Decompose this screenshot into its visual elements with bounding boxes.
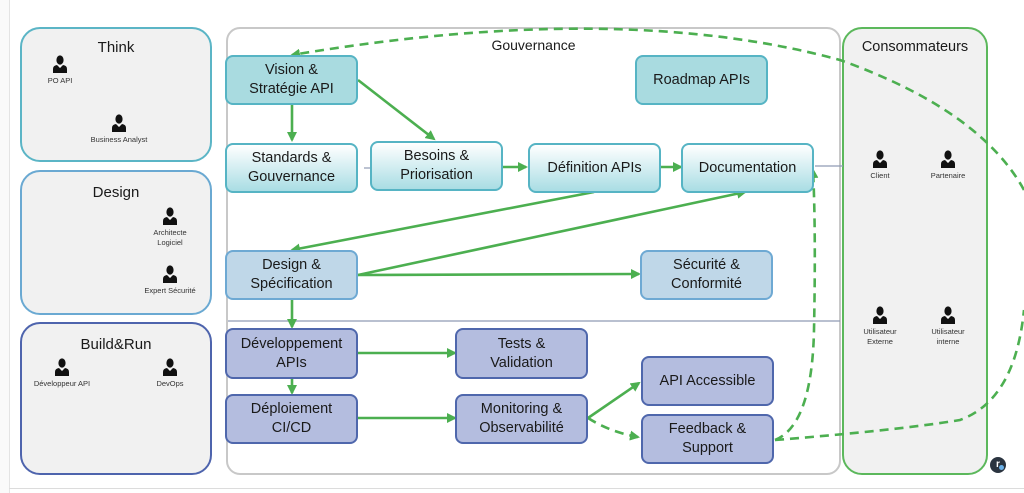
person-icon — [873, 150, 887, 168]
arrow-monitoring-accessible — [587, 381, 641, 420]
node-monitoring-observabilite[interactable]: Monitoring & Observabilité — [455, 394, 588, 444]
governance-title: Gouvernance — [491, 37, 576, 53]
node-vision-strategie[interactable]: Vision & Stratégie API — [225, 55, 358, 105]
person-label: Client — [870, 171, 890, 180]
person-label: Architecte Logiciel — [153, 228, 187, 247]
person-figure: Architecte Logiciel — [125, 207, 215, 248]
person-figure: Partenaire — [903, 150, 993, 181]
person-label: Business Analyst — [90, 135, 148, 144]
dashed-loop-feedback-consumers — [774, 309, 1024, 442]
app-logo-dot — [999, 465, 1004, 470]
person-icon — [163, 207, 177, 225]
left-gutter — [0, 0, 10, 493]
person-icon — [941, 306, 955, 324]
role-group-build-run: Build&Run — [20, 322, 212, 475]
dashed-arrow-feedback-documentation — [774, 168, 819, 442]
person-icon — [53, 55, 67, 73]
role-group-think: Think — [20, 27, 212, 162]
person-icon — [941, 150, 955, 168]
node-developpement-apis[interactable]: Développement APIs — [225, 328, 358, 379]
node-feedback-support[interactable]: Feedback & Support — [641, 414, 774, 464]
role-title: Think — [97, 39, 135, 56]
person-figure: Utilisateur Externe — [835, 306, 925, 347]
node-documentation[interactable]: Documentation — [681, 143, 814, 193]
app-logo-icon: r — [990, 457, 1006, 473]
person-figure: PO API — [15, 55, 105, 86]
node-besoins-priorisation[interactable]: Besoins & Priorisation — [370, 141, 503, 191]
node-standards-gouvernance[interactable]: Standards & Gouvernance — [225, 143, 358, 193]
person-icon — [55, 358, 69, 376]
person-label: Expert Sécurité — [144, 286, 196, 295]
node-securite-conformite[interactable]: Sécurité & Conformité — [640, 250, 773, 300]
dashed-loop-consumers-vision — [290, 27, 1024, 191]
person-icon — [163, 358, 177, 376]
arrow-definition-design — [290, 190, 595, 254]
arrow-vision-besoins — [357, 78, 436, 141]
person-figure: Expert Sécurité — [125, 265, 215, 296]
person-figure: Développeur API — [17, 358, 107, 389]
person-figure: DevOps — [125, 358, 215, 389]
person-label: Utilisateur Externe — [863, 327, 897, 346]
node-api-accessible[interactable]: API Accessible — [641, 356, 774, 406]
role-title: Build&Run — [80, 336, 152, 353]
role-title: Design — [92, 184, 140, 201]
consumers-container — [842, 27, 988, 475]
node-tests-validation[interactable]: Tests & Validation — [455, 328, 588, 379]
person-label: DevOps — [156, 379, 184, 388]
person-label: Utilisateur interne — [931, 327, 965, 346]
person-icon — [873, 306, 887, 324]
node-design-specification[interactable]: Design & Spécification — [225, 250, 358, 300]
person-figure: Client — [835, 150, 925, 181]
person-label: Développeur API — [33, 379, 91, 388]
role-group-design: Design — [20, 170, 212, 315]
person-label: PO API — [47, 76, 73, 85]
dashed-arrow-monitoring-feedback — [587, 416, 640, 441]
person-icon — [163, 265, 177, 283]
consumers-title: Consommateurs — [861, 39, 969, 55]
bottom-divider — [9, 488, 1024, 489]
node-definition-apis[interactable]: Définition APIs — [528, 143, 661, 193]
person-figure: Utilisateur interne — [903, 306, 993, 347]
node-roadmap[interactable]: Roadmap APIs — [635, 55, 768, 105]
person-icon — [112, 114, 126, 132]
arrow-design-securite — [357, 269, 641, 280]
person-figure: Business Analyst — [74, 114, 164, 145]
arrow-design-documentation — [357, 188, 747, 277]
node-deploiement-cicd[interactable]: Déploiement CI/CD — [225, 394, 358, 444]
person-label: Partenaire — [930, 171, 966, 180]
